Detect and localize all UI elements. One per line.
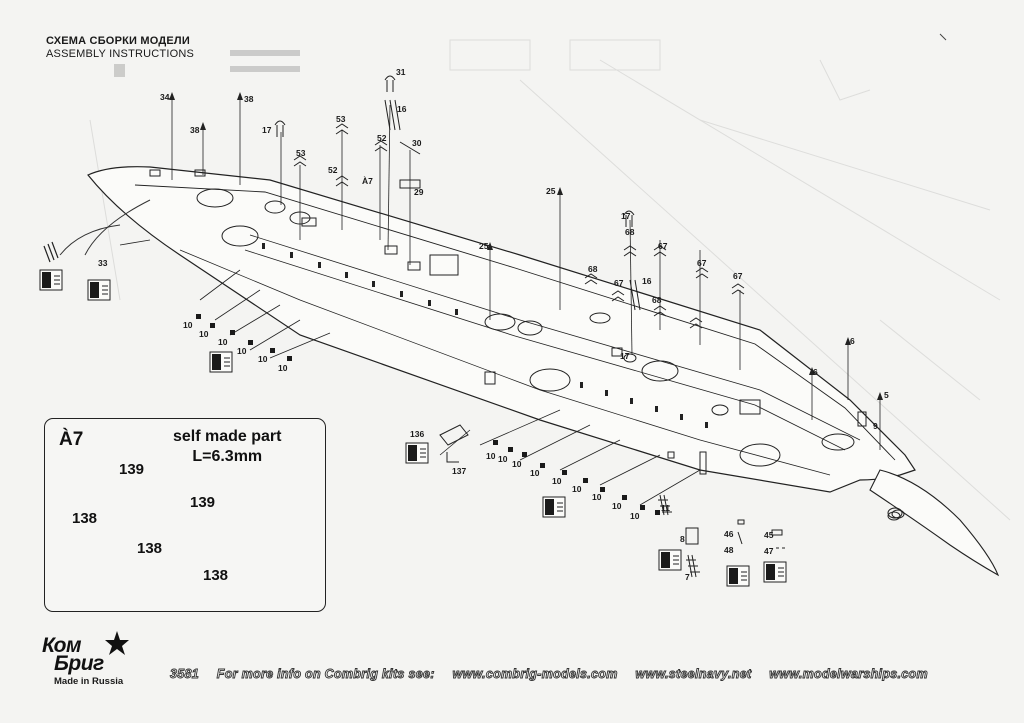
part-label: 8 bbox=[680, 534, 685, 544]
part-label-10: 10 bbox=[218, 337, 228, 347]
made-in-label: Made in Russia bbox=[54, 676, 124, 687]
part-label: 68 bbox=[652, 295, 662, 305]
show-through-ghost bbox=[89, 39, 1011, 521]
combrig-logo: Ком Бриг Made in Russia bbox=[40, 631, 132, 696]
website-combrig[interactable]: www.combrig-models.com bbox=[452, 667, 618, 682]
show-through-text bbox=[114, 50, 300, 77]
part-label-10: 10 bbox=[612, 501, 622, 511]
part-label: 46 bbox=[724, 529, 734, 539]
website-steelnavy[interactable]: www.steelnavy.net bbox=[635, 667, 752, 682]
part-label: 17 bbox=[262, 125, 272, 135]
part-label: 67 bbox=[733, 271, 743, 281]
part-10-markers bbox=[196, 314, 660, 515]
inset-note-line2: L=6.3mm bbox=[192, 448, 263, 465]
part-label: 6 bbox=[850, 336, 855, 346]
part-numbers: 34 38 38 17 53 53 52 52 À7 31 16 30 29 3… bbox=[98, 67, 889, 582]
part-label: 47 bbox=[764, 546, 774, 556]
part-label-10: 10 bbox=[592, 492, 602, 502]
part-label: 9 bbox=[873, 421, 878, 431]
inset-part-138: 138 bbox=[137, 540, 163, 557]
title-english: ASSEMBLY INSTRUCTIONS bbox=[46, 48, 195, 60]
part-label: 29 bbox=[414, 187, 424, 197]
part-label: 33 bbox=[98, 258, 108, 268]
part-label: 67 bbox=[658, 241, 668, 251]
part-label: 30 bbox=[412, 138, 422, 148]
inset-note-line1: self made part bbox=[173, 428, 282, 445]
part-label: 48 bbox=[724, 545, 734, 555]
inset-part-139: 139 bbox=[119, 461, 145, 478]
inset-panel-a7: À7 self made part L=6.3mm 139 139 138 13… bbox=[44, 418, 326, 612]
part-label: 67 bbox=[697, 258, 707, 268]
part-label: 25 bbox=[479, 241, 489, 251]
part-label-10: 10 bbox=[278, 363, 288, 373]
part-label-10: 10 bbox=[498, 454, 508, 464]
part-label-10: 10 bbox=[486, 451, 496, 461]
part-label: 53 bbox=[296, 148, 306, 158]
part-label-10: 10 bbox=[630, 511, 640, 521]
part-label-10: 10 bbox=[530, 468, 540, 478]
arrowheads bbox=[169, 92, 883, 525]
part-label-10: 10 bbox=[258, 354, 268, 364]
bow-rings bbox=[887, 509, 905, 521]
glue-symbols bbox=[39, 269, 787, 587]
part-label: 67 bbox=[614, 278, 624, 288]
part-label: 68 bbox=[625, 227, 635, 237]
side-openings bbox=[262, 243, 708, 428]
part-label: 53 bbox=[336, 114, 346, 124]
part-label: 5 bbox=[884, 390, 889, 400]
kit-number: 3581 bbox=[170, 667, 200, 682]
info-text: For more info on Combrig kits see: bbox=[216, 667, 435, 682]
part-label: 11 bbox=[661, 503, 670, 513]
part-label-10: 10 bbox=[552, 476, 562, 486]
part-label-10: 10 bbox=[199, 329, 209, 339]
stern-line bbox=[59, 199, 151, 256]
part-label: 31 bbox=[396, 67, 406, 77]
inset-part-139: 139 bbox=[190, 494, 216, 511]
logo-line1: Ком bbox=[42, 634, 81, 657]
title-russian: СХЕМА СБОРКИ МОДЕЛИ bbox=[46, 35, 190, 47]
part-label: 136 bbox=[410, 429, 424, 439]
part-label: 38 bbox=[190, 125, 200, 135]
part-label-10: 10 bbox=[237, 346, 247, 356]
part-label: 137 bbox=[452, 466, 466, 476]
deck-details bbox=[149, 169, 903, 519]
corner-mark bbox=[939, 33, 947, 41]
part-label: 17 bbox=[620, 351, 630, 361]
part-label: 52 bbox=[328, 165, 338, 175]
part-label-10: 10 bbox=[512, 459, 522, 469]
part-label: 45 bbox=[764, 530, 774, 540]
part-label: 16 bbox=[397, 104, 407, 114]
star-icon bbox=[105, 631, 129, 655]
part-label: 6 bbox=[813, 367, 818, 377]
part-label: 68 bbox=[588, 264, 598, 274]
part-label: 38 bbox=[244, 94, 254, 104]
footer-info: 3581 For more info on Combrig kits see: … bbox=[170, 667, 942, 682]
part-label: 52 bbox=[377, 133, 387, 143]
inset-tag: À7 bbox=[59, 429, 84, 450]
part-label: 34 bbox=[160, 92, 170, 102]
part-label: À7 bbox=[362, 176, 373, 186]
logo-line2: Бриг bbox=[54, 652, 104, 675]
inset-part-138: 138 bbox=[72, 510, 98, 527]
part-label: 7 bbox=[685, 572, 690, 582]
stern-chain bbox=[43, 241, 59, 263]
inset-note: self made part L=6.3mm bbox=[173, 427, 281, 467]
small-parts bbox=[274, 75, 785, 578]
inset-part-138: 138 bbox=[203, 567, 229, 584]
leader-lines bbox=[119, 100, 881, 530]
part-label: 17 bbox=[621, 211, 631, 221]
bow-ram bbox=[869, 469, 1000, 577]
part-label-10: 10 bbox=[183, 320, 193, 330]
website-modelwarships[interactable]: www.modelwarships.com bbox=[769, 667, 928, 682]
part-label: 16 bbox=[642, 276, 652, 286]
part-label-10: 10 bbox=[572, 484, 582, 494]
part-label: 25 bbox=[546, 186, 556, 196]
